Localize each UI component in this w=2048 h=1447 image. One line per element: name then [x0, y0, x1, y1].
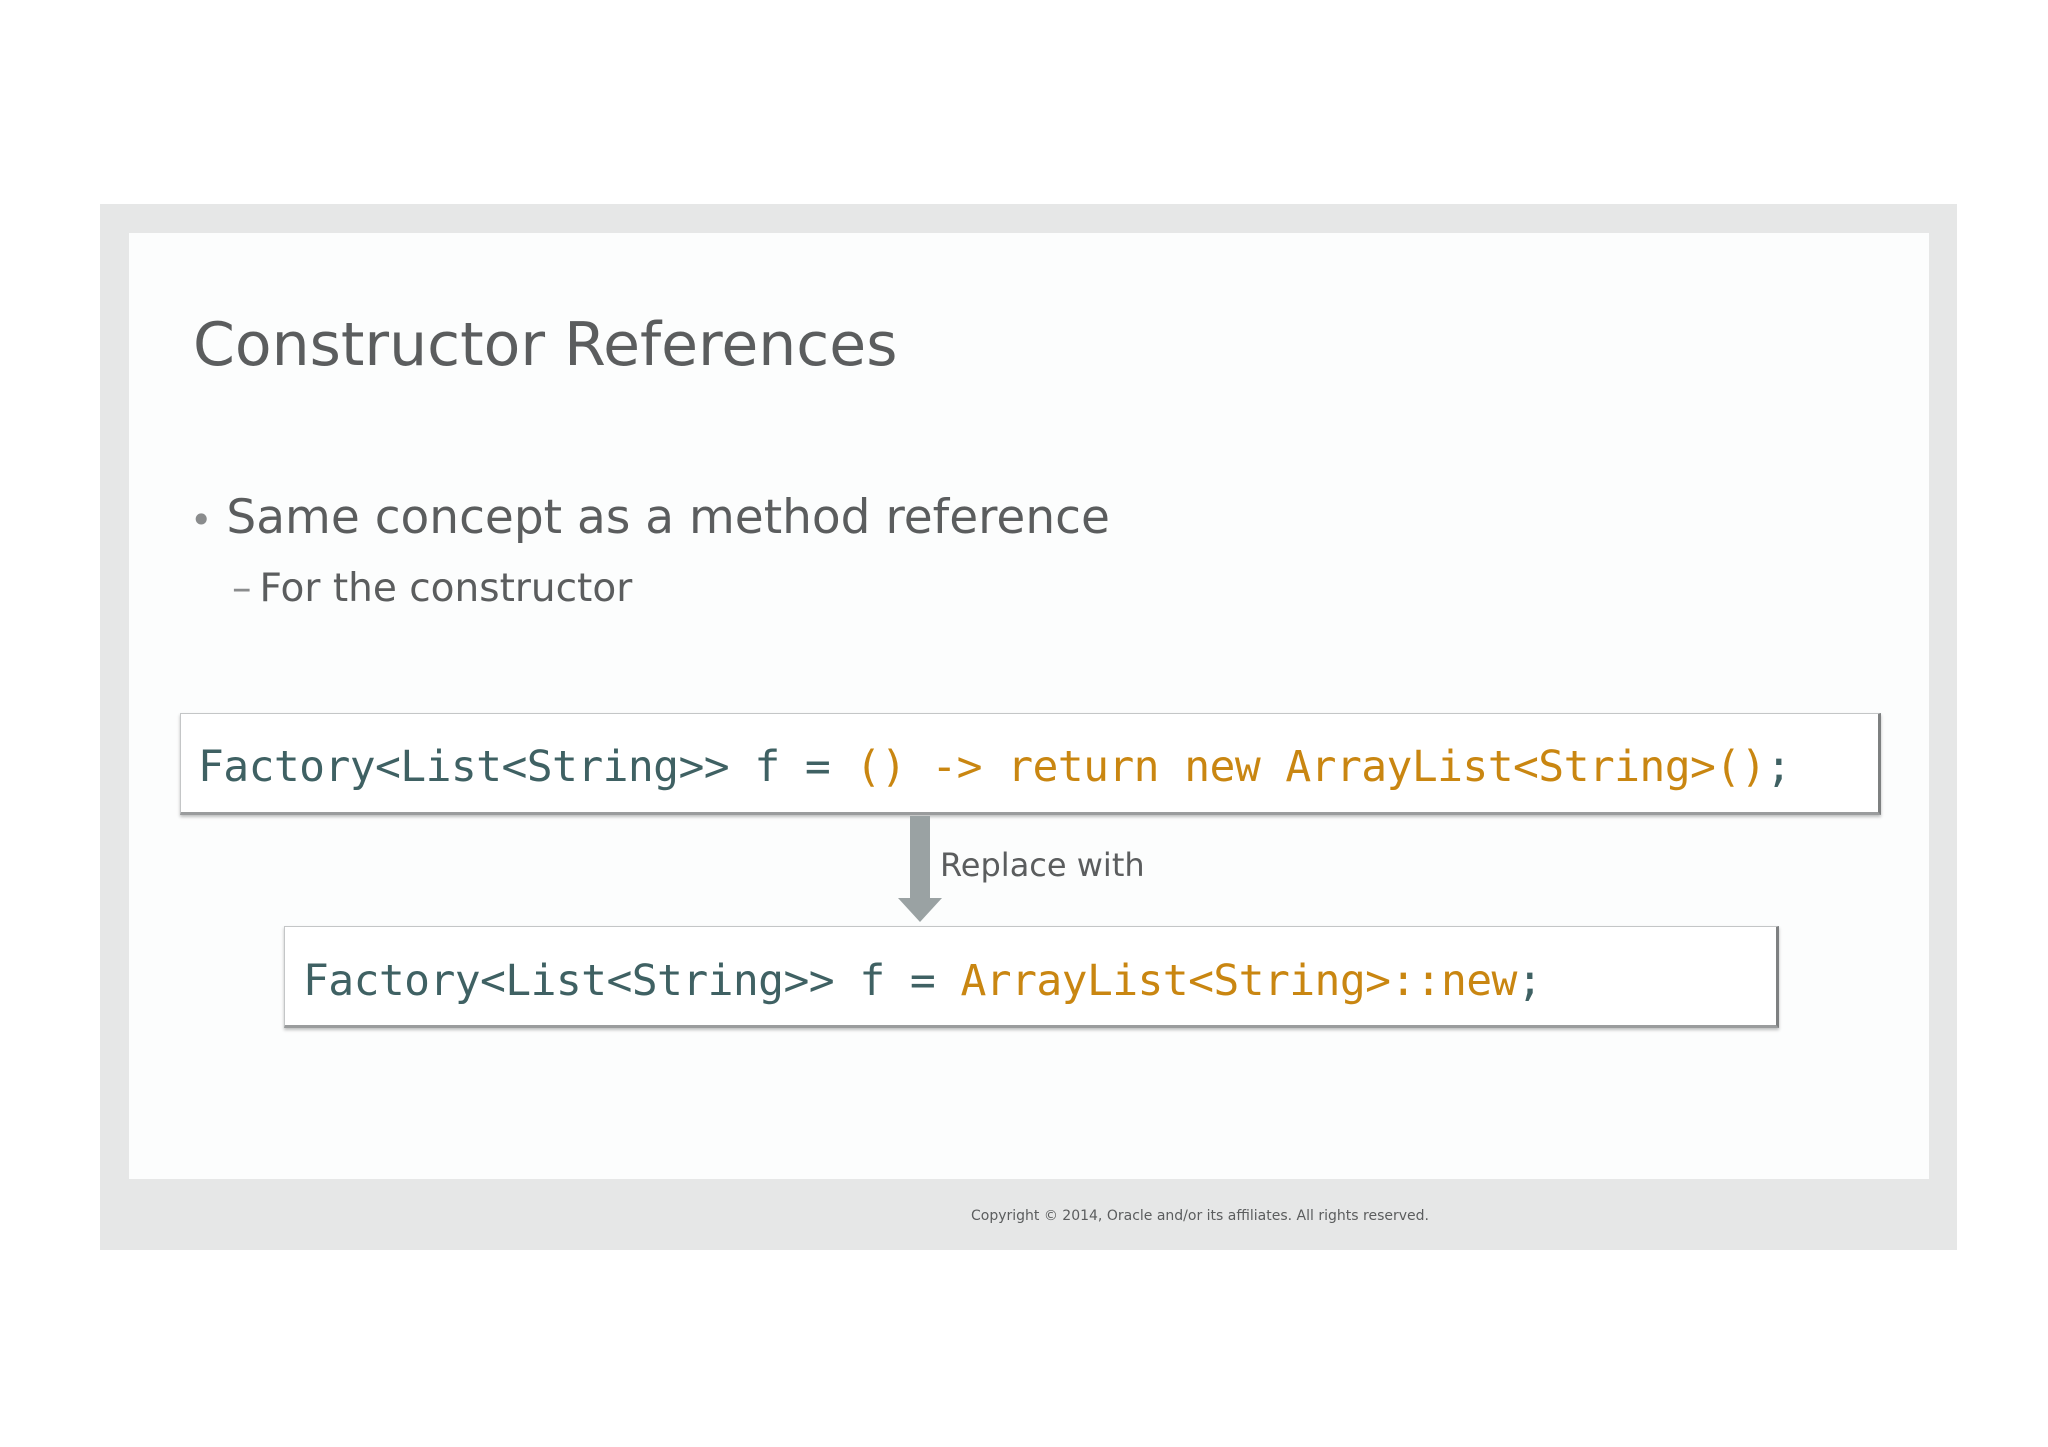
bullet-item: • Same concept as a method reference [190, 490, 1110, 546]
subbullet-text: For the constructor [259, 566, 633, 611]
subbullet-item: –For the constructor [232, 566, 632, 613]
code-lambda-expression: () -> return new ArrayList<String>() [855, 742, 1767, 792]
code-box-constructor-reference: Factory<List<String>> f = ArrayList<Stri… [284, 926, 1779, 1028]
copyright-notice: Copyright © 2014, Oracle and/or its affi… [971, 1208, 1429, 1224]
code-declaration: Factory<List<String>> f = [198, 742, 856, 792]
code-box-lambda: Factory<List<String>> f = () -> return n… [180, 713, 1881, 815]
slide-title: Constructor References [193, 310, 898, 380]
code-declaration: Factory<List<String>> f = [303, 956, 961, 1006]
replace-with-label: Replace with [940, 846, 1145, 884]
subbullet-marker: – [232, 566, 252, 611]
code-semicolon: ; [1765, 742, 1792, 792]
code-semicolon: ; [1516, 956, 1543, 1006]
bullet-marker: • [190, 498, 213, 542]
bullet-text: Same concept as a method reference [226, 490, 1110, 545]
down-arrow-icon [898, 816, 942, 922]
code-line-constructor-reference: Factory<List<String>> f = ArrayList<Stri… [303, 956, 1543, 1006]
code-constructor-reference: ArrayList<String>::new [960, 956, 1518, 1006]
code-line-lambda: Factory<List<String>> f = () -> return n… [198, 742, 1792, 792]
